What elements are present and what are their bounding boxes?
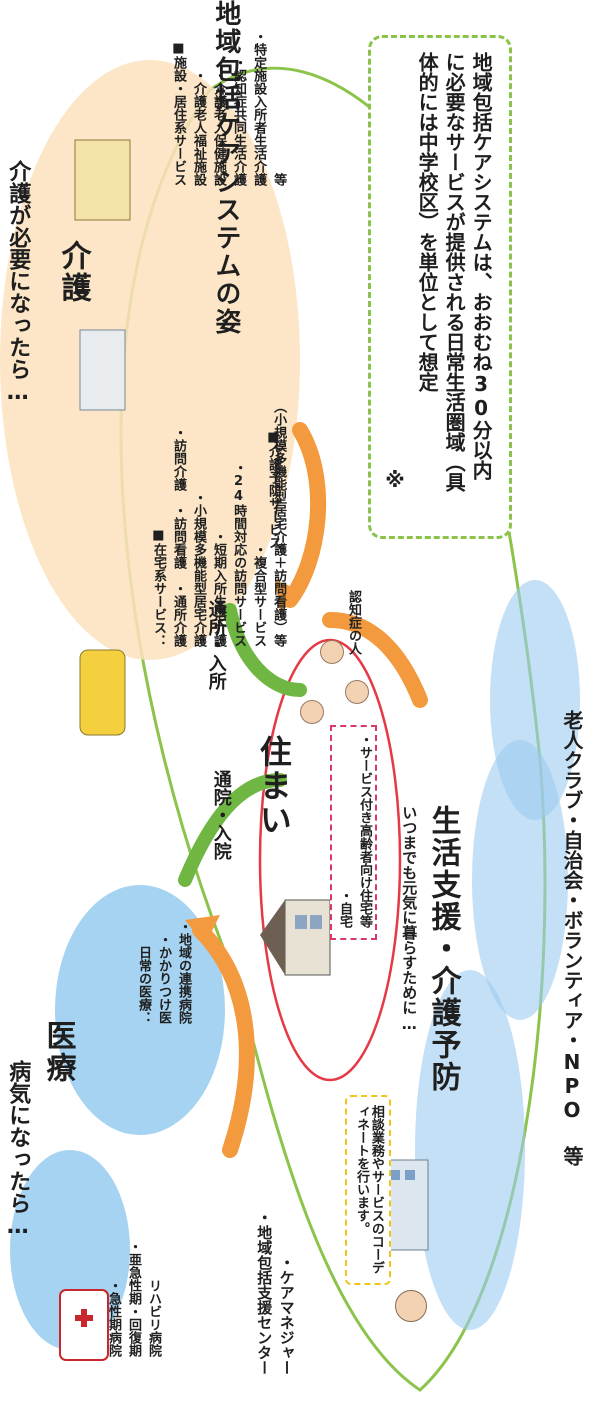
home-service-list: ■在宅系サービス： ・訪問介護 ・訪問看護 ・通所介護 ・小規模多機能型居宅介護…	[150, 400, 287, 651]
facility-item: ・介護老人福祉施設	[190, 69, 206, 186]
note-mark: ※	[383, 468, 407, 492]
center-note: 相談業務やサービスのコーディネートを行います。	[353, 1105, 384, 1274]
care-manager-icon	[395, 1290, 427, 1322]
arrow-medical-to-home	[178, 773, 287, 887]
center-note-box: 相談業務やサービスのコーディネートを行います。	[345, 1095, 391, 1285]
arrow-label-care: 通所・入所	[205, 600, 227, 690]
hospital-item: ・急性期病院	[105, 1279, 121, 1357]
daily-medical-title: 日常の医療：	[135, 946, 151, 1024]
home-service-item: ・24時間対応の訪問サービス	[231, 461, 247, 647]
support-orgs: 老人クラブ・自治会・ボランティア・NPO 等	[560, 710, 584, 1166]
home-service-item: ・小規模多機能型居宅介護	[191, 491, 206, 647]
center-role: ・ケアマネジャー	[277, 1255, 296, 1375]
home-service-item: ・複合型サービス	[251, 543, 267, 647]
hospital-item: リハビリ病院	[146, 1266, 161, 1357]
arrow-label-medical: 通院・入院	[210, 770, 232, 860]
home-service-item: ・訪問介護 ・訪問看護 ・通所介護	[170, 426, 186, 647]
prevention-service: ■介護予防サービス	[265, 430, 281, 549]
arrow-home-to-medical	[192, 922, 255, 1158]
arrow-home-to-care	[282, 422, 327, 608]
support-intro: いつまでも元気に暮らすために…	[400, 805, 419, 1033]
home-big-label: 住まい	[254, 735, 293, 837]
center-roles: ・地域包括支援センター ・ケアマネジャー	[255, 1210, 295, 1379]
facility-item: ・介護老人保健施設	[211, 69, 226, 186]
ambulance-illustration	[59, 1289, 109, 1361]
elderly-person-icon	[345, 680, 369, 704]
care-header: 介護が必要になったら…	[5, 160, 31, 405]
medical-big-label: 医療	[40, 1020, 76, 1084]
elderly-person-icon	[300, 700, 324, 724]
medical-blob	[55, 885, 225, 1135]
care-van-illustration	[79, 649, 126, 736]
arrow-support-to-home	[322, 612, 428, 708]
support-big-label: 生活支援・介護予防	[425, 805, 461, 1093]
facility-item: ・特定施設入所者生活介護	[251, 30, 267, 186]
center-role: ・地域包括支援センター	[255, 1210, 274, 1375]
support-blob-3	[490, 580, 580, 820]
care-facility-illustration	[74, 139, 131, 411]
daily-medical-item: ・地域の連携病院	[176, 920, 191, 1024]
home-item: ・サービス付き高齢者向け住宅等	[356, 733, 372, 928]
hospital-list: ・急性期病院 ・亜急性期・回復期 リハビリ病院	[105, 1240, 161, 1361]
facility-list: ■施設・居住系サービス ・介護老人福祉施設 ・介護老人保健施設 ・認知症共同生活…	[170, 30, 287, 190]
elderly-person-icon	[320, 640, 344, 664]
facility-item: ■施設・居住系サービス	[170, 41, 186, 186]
facility-item: ・認知症共同生活介護	[231, 56, 247, 186]
support-blob-1	[415, 970, 525, 1330]
note-text: 地域包括ケアシステムは、おおむね30分以内に必要なサービスが提供される日常生活圏…	[415, 52, 494, 492]
elderly-label: 認知症の人	[345, 590, 361, 655]
daily-medical: 日常の医療： ・かかりつけ医 ・地域の連携病院	[135, 920, 191, 1028]
facility-item: 等	[271, 173, 287, 186]
care-big-label: 介護	[55, 240, 91, 304]
home-service-item: ・短期入所生活介護	[211, 530, 227, 647]
daily-medical-item: ・かかりつけ医	[155, 933, 171, 1024]
arrow-care-to-home	[223, 603, 307, 697]
hospital-item: ・亜急性期・回復期	[125, 1240, 141, 1357]
home-service-title: ■在宅系サービス：	[150, 528, 166, 647]
home-items-box: ・自宅 ・サービス付き高齢者向け住宅等	[330, 725, 377, 940]
home-service-item: （小規模多機能型居宅介護＋訪問看護）等	[271, 400, 287, 647]
home-item: ・自宅	[336, 889, 352, 928]
diagram-title: 地域包括ケアシステムの姿	[210, 0, 241, 336]
system-note-box: ※ 地域包括ケアシステムは、おおむね30分以内に必要なサービスが提供される日常生…	[368, 35, 512, 539]
medical-header: 病気になったら…	[5, 1060, 31, 1239]
